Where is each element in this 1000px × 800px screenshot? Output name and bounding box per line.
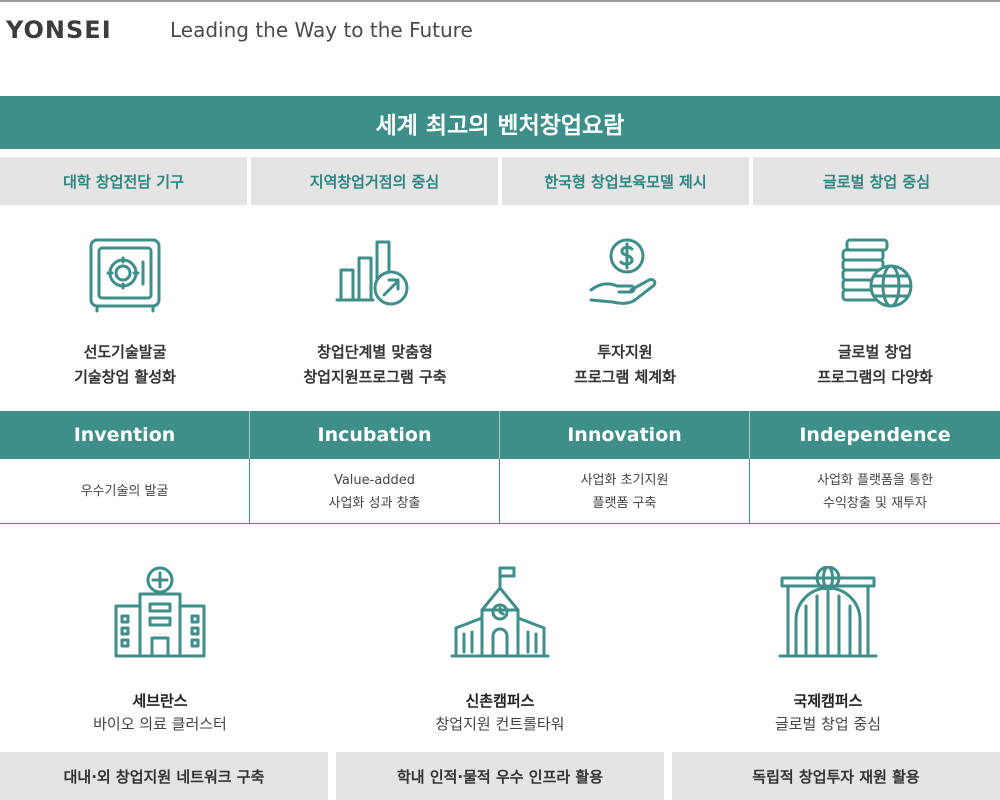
yonsei-logo: YONSEI [6, 16, 112, 44]
feature-line: 창업지원프로그램 구축 [303, 368, 447, 386]
bottom-box: 학내 인적·물적 우수 인프라 활용 [336, 752, 664, 800]
pillar-row: 대학 창업전담 기구 지역창업거점의 중심 한국형 창업보육모델 제시 글로벌 … [0, 157, 1000, 205]
campus-desc: 글로벌 창업 중심 [774, 715, 882, 733]
slogan: Leading the Way to the Future [170, 18, 473, 42]
hospital-icon [114, 566, 206, 658]
four-i-line: 수익창출 및 재투자 [823, 495, 927, 511]
four-i-desc: 우수기술의 발굴 [0, 459, 250, 524]
pillar-box: 지역창업거점의 중심 [251, 157, 498, 205]
feature-item: 글로벌 창업 프로그램의 다양화 [750, 232, 1000, 392]
four-i-desc-row: 우수기술의 발굴 Value-added 사업화 성과 창출 사업화 초기지원 … [0, 459, 1000, 524]
bottom-box: 독립적 창업투자 재원 활용 [672, 752, 1000, 800]
campus-desc: 바이오 의료 클러스터 [93, 715, 227, 733]
global-gate-icon [778, 566, 878, 658]
growth-chart-icon [335, 240, 409, 306]
global-coins-icon [841, 238, 913, 308]
feature-text: 투자지원 프로그램 체계화 [574, 340, 676, 390]
bottom-box: 대내·외 창업지원 네트워크 구축 [0, 752, 328, 800]
page-title-banner: 세계 최고의 벤처창업요람 [0, 96, 1000, 149]
campus-name: 세브란스 [132, 692, 188, 710]
header: YONSEI Leading the Way to the Future [0, 10, 1000, 50]
feature-line: 프로그램의 다양화 [817, 368, 933, 386]
pillar-box: 한국형 창업보육모델 제시 [502, 157, 749, 205]
campus-building-icon [450, 566, 550, 658]
safe-icon [89, 238, 161, 313]
campus-item: 국제캠퍼스 글로벌 창업 중심 [728, 566, 928, 736]
four-i-title: Incubation [250, 411, 500, 459]
feature-item: 선도기술발굴 기술창업 활성화 [0, 232, 250, 392]
four-i-line: 우수기술의 발굴 [80, 484, 169, 499]
page-title: 세계 최고의 벤처창업요람 [375, 112, 625, 139]
feature-text: 선도기술발굴 기술창업 활성화 [74, 340, 176, 390]
bottom-row: 대내·외 창업지원 네트워크 구축 학내 인적·물적 우수 인프라 활용 독립적… [0, 752, 1000, 800]
feature-line: 창업단계별 맞춤형 [317, 343, 433, 361]
campus-item: 신촌캠퍼스 창업지원 컨트롤타워 [400, 566, 600, 736]
feature-line: 글로벌 창업 [837, 343, 913, 361]
four-i-line: 플랫폼 구축 [592, 495, 657, 511]
four-i-header-row: Invention Incubation Innovation Independ… [0, 411, 1000, 459]
four-i-title: Innovation [500, 411, 750, 459]
four-i-line: 사업화 초기지원 [580, 472, 669, 488]
four-i-line: 사업화 성과 창출 [328, 495, 421, 511]
four-i-desc: 사업화 플랫폼을 통한 수익창출 및 재투자 [750, 459, 1000, 524]
feature-item: 투자지원 프로그램 체계화 [500, 232, 750, 392]
four-i-line: Value-added [333, 472, 416, 488]
campus-item: 세브란스 바이오 의료 클러스터 [60, 566, 260, 736]
campus-name: 국제캠퍼스 [793, 692, 863, 710]
four-i-title: Invention [0, 411, 250, 459]
feature-line: 선도기술발굴 [83, 343, 167, 361]
campus-row: 세브란스 바이오 의료 클러스터 신촌캠퍼스 창업지원 컨트롤타워 [0, 560, 1000, 740]
campus-name: 신촌캠퍼스 [465, 692, 535, 710]
four-i-table: Invention Incubation Innovation Independ… [0, 411, 1000, 525]
feature-line: 프로그램 체계화 [574, 368, 676, 386]
feature-text: 글로벌 창업 프로그램의 다양화 [817, 340, 933, 390]
four-i-desc: Value-added 사업화 성과 창출 [250, 459, 500, 524]
top-rule [0, 0, 1000, 2]
pillar-box: 글로벌 창업 중심 [753, 157, 1000, 205]
campus-desc: 창업지원 컨트롤타워 [435, 715, 565, 733]
feature-line: 투자지원 [597, 343, 653, 361]
four-i-line: 사업화 플랫폼을 통한 [817, 472, 933, 488]
four-i-desc: 사업화 초기지원 플랫폼 구축 [500, 459, 750, 524]
feature-line: 기술창업 활성화 [74, 368, 176, 386]
feature-text: 창업단계별 맞춤형 창업지원프로그램 구축 [303, 340, 446, 390]
pillar-box: 대학 창업전담 기구 [0, 157, 247, 205]
four-i-title: Independence [799, 424, 951, 446]
feature-item: 창업단계별 맞춤형 창업지원프로그램 구축 [250, 232, 500, 392]
feature-row: 선도기술발굴 기술창업 활성화 창업단계별 맞춤형 창업지원프로그램 구축 투자 [0, 232, 1000, 392]
investment-hand-icon [589, 238, 657, 305]
